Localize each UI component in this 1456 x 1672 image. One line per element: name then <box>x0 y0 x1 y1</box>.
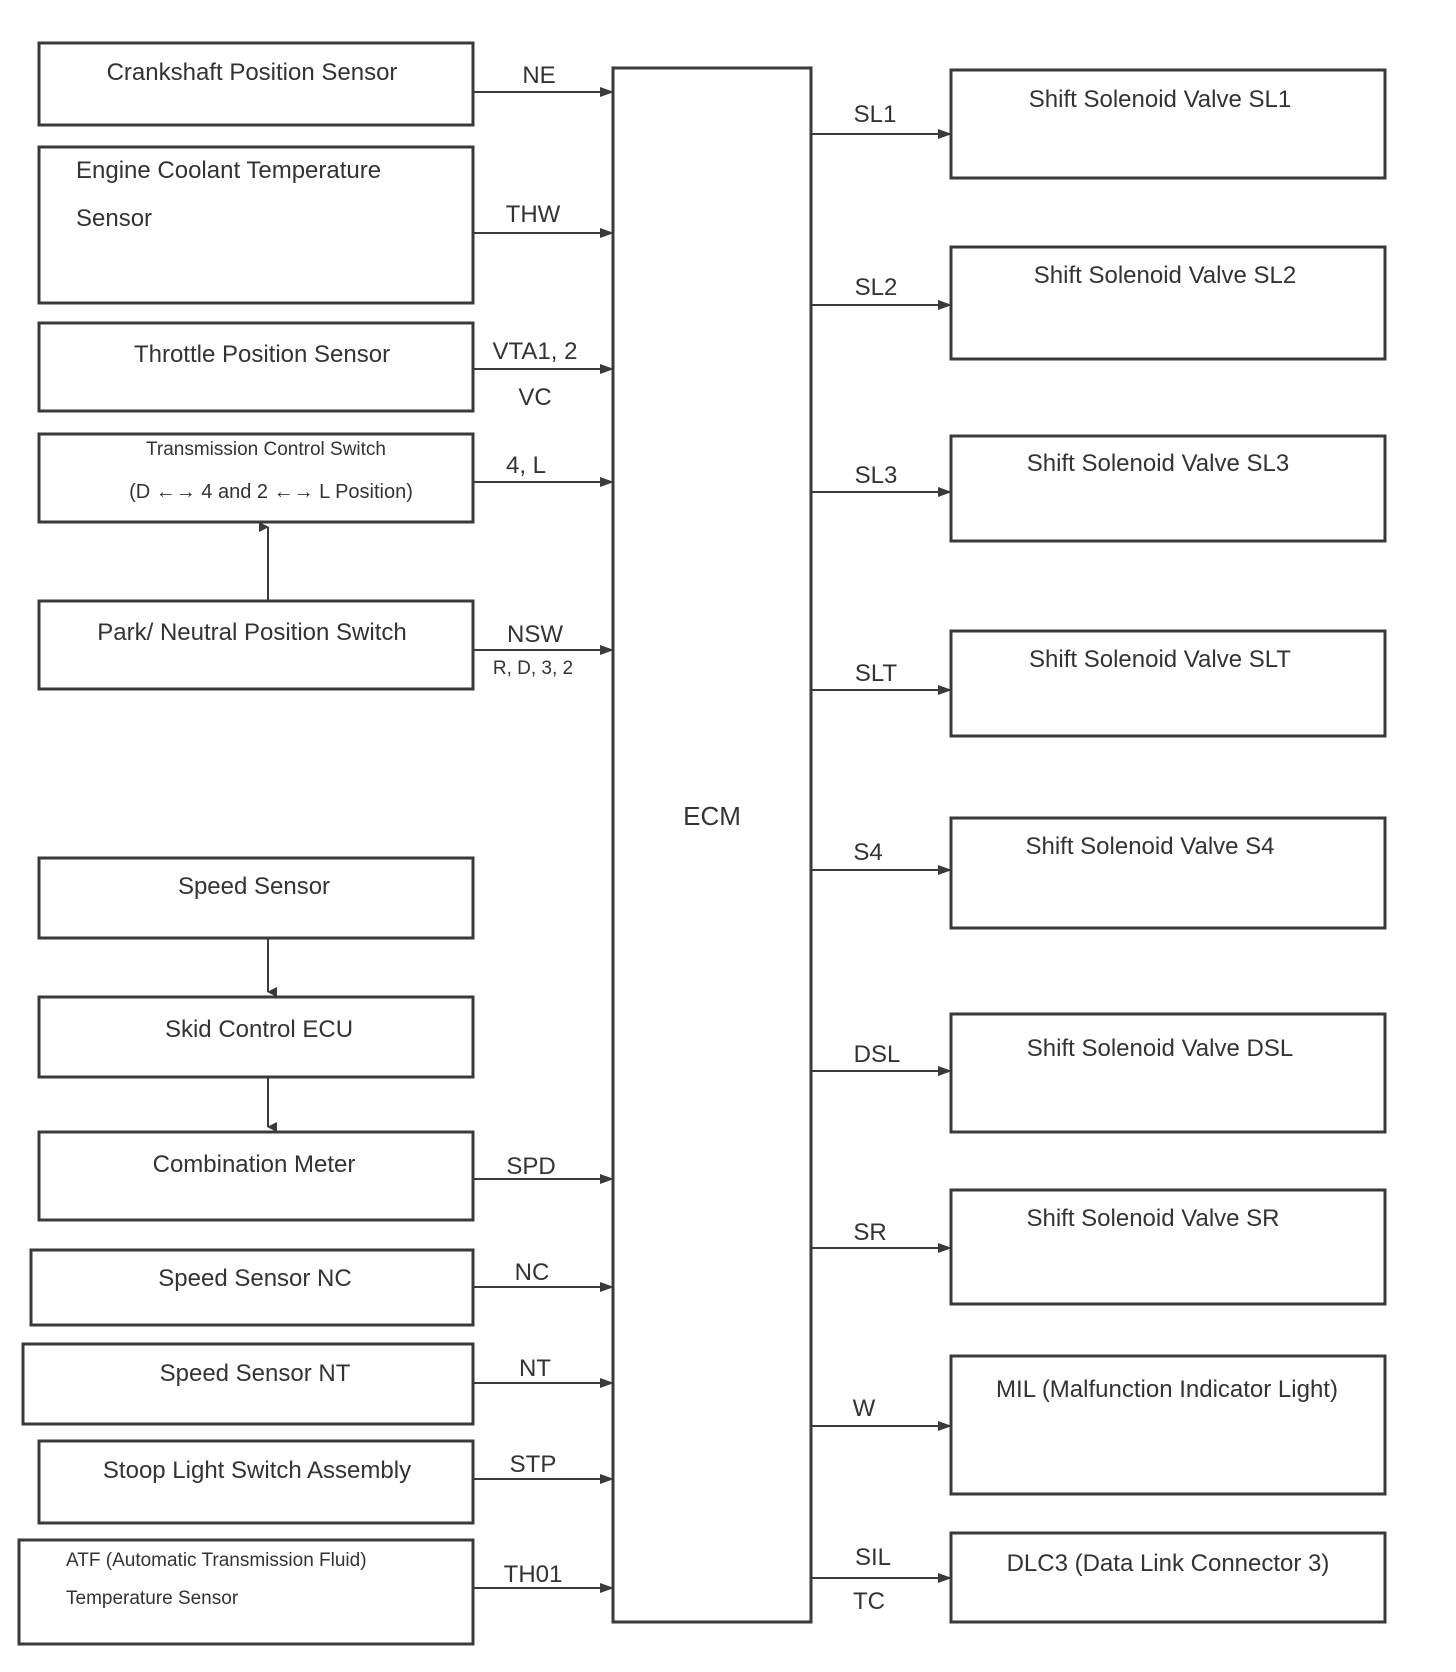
output-label: Shift Solenoid Valve SL3 <box>1027 450 1289 477</box>
input-speed-sensor-nc: Speed Sensor NC NC <box>29 1248 614 1327</box>
signal-label: NE <box>522 62 555 89</box>
signal-label-top: NSW <box>507 621 563 648</box>
output-dlc3: DLC3 (Data Link Connector 3) SIL TC <box>811 1531 1387 1624</box>
input-speed-sensor-nt: Speed Sensor NT NT <box>21 1342 614 1426</box>
input-park-neutral-position-switch: Park/ Neutral Position Switch NSW R, D, … <box>37 599 614 691</box>
input-label: Throttle Position Sensor <box>134 341 390 368</box>
output-shift-solenoid-valve-dsl: Shift Solenoid Valve DSL DSL <box>811 1012 1387 1134</box>
input-label-line2: Temperature Sensor <box>66 1588 239 1609</box>
signal-label: SLT <box>855 660 898 687</box>
signal-label: NC <box>515 1259 550 1286</box>
output-label: Shift Solenoid Valve SLT <box>1029 646 1291 673</box>
input-label: Speed Sensor NC <box>158 1265 351 1292</box>
output-shift-solenoid-valve-s4: Shift Solenoid Valve S4 S4 <box>811 816 1387 930</box>
output-label: DLC3 (Data Link Connector 3) <box>1007 1550 1330 1577</box>
input-combination-meter: Combination Meter SPD <box>37 1130 614 1222</box>
output-shift-solenoid-valve-slt: Shift Solenoid Valve SLT SLT <box>811 629 1387 738</box>
signal-label: STP <box>510 1451 557 1478</box>
signal-label: NT <box>519 1355 551 1382</box>
output-shift-solenoid-valve-sl2: Shift Solenoid Valve SL2 SL2 <box>811 245 1387 361</box>
output-label: Shift Solenoid Valve SL1 <box>1029 86 1291 113</box>
input-label: Park/ Neutral Position Switch <box>97 619 406 646</box>
input-throttle-position-sensor: Throttle Position Sensor VTA1, 2 VC <box>37 321 614 413</box>
signal-label-top: VTA1, 2 <box>493 338 578 365</box>
ecm-block: ECM <box>611 66 813 1624</box>
signal-label-bottom: TC <box>853 1588 885 1615</box>
signal-label-top: SIL <box>855 1544 891 1571</box>
signal-label-bottom: VC <box>518 384 551 411</box>
signal-label: TH01 <box>504 1561 563 1588</box>
input-atf-temperature-sensor: ATF (Automatic Transmission Fluid) Tempe… <box>17 1538 614 1646</box>
input-label: Speed Sensor NT <box>160 1360 351 1387</box>
signal-label: DSL <box>854 1041 901 1068</box>
input-skid-control-ecu: Skid Control ECU <box>37 995 475 1079</box>
input-transmission-control-switch: Transmission Control Switch (D ←→ 4 and … <box>37 432 614 524</box>
ecm-label: ECM <box>683 801 741 831</box>
input-label: Crankshaft Position Sensor <box>107 59 398 86</box>
input-label: Combination Meter <box>153 1151 356 1178</box>
output-label: Shift Solenoid Valve DSL <box>1027 1035 1293 1062</box>
output-label: Shift Solenoid Valve SL2 <box>1034 262 1296 289</box>
signal-label: S4 <box>853 839 882 866</box>
signal-label: SL3 <box>855 462 898 489</box>
input-label: Skid Control ECU <box>165 1016 353 1043</box>
signal-label: THW <box>506 201 561 228</box>
input-label-line2: (D ←→ 4 and 2 ←→ L Position) <box>129 481 413 503</box>
input-label: Speed Sensor <box>178 873 330 900</box>
input-engine-coolant-temperature-sensor: Engine Coolant Temperature Sensor THW <box>37 145 614 305</box>
signal-label: SR <box>853 1219 886 1246</box>
output-label: Shift Solenoid Valve SR <box>1026 1205 1279 1232</box>
signal-label: W <box>853 1395 876 1422</box>
signal-label: SL1 <box>854 101 897 128</box>
output-shift-solenoid-valve-sl1: Shift Solenoid Valve SL1 SL1 <box>811 68 1387 180</box>
input-crankshaft-position-sensor: Crankshaft Position Sensor NE <box>37 41 614 127</box>
input-label-line1: Transmission Control Switch <box>146 439 386 460</box>
signal-label-bottom: R, D, 3, 2 <box>493 658 573 679</box>
output-label: Shift Solenoid Valve S4 <box>1025 833 1274 860</box>
output-shift-solenoid-valve-sl3: Shift Solenoid Valve SL3 SL3 <box>811 434 1387 543</box>
input-label-line2: Sensor <box>76 205 152 232</box>
output-label: MIL (Malfunction Indicator Light) <box>996 1376 1338 1403</box>
input-stop-light-switch-assembly: Stoop Light Switch Assembly STP <box>37 1439 614 1525</box>
signal-label: 4, L <box>506 452 546 479</box>
signal-label: SL2 <box>855 274 898 301</box>
input-label-line1: Engine Coolant Temperature <box>76 157 381 184</box>
input-speed-sensor: Speed Sensor <box>37 856 475 940</box>
signal-label: SPD <box>506 1153 555 1180</box>
input-label: Stoop Light Switch Assembly <box>103 1457 411 1484</box>
input-label-line1: ATF (Automatic Transmission Fluid) <box>66 1550 367 1571</box>
output-mil: MIL (Malfunction Indicator Light) W <box>811 1354 1387 1496</box>
output-shift-solenoid-valve-sr: Shift Solenoid Valve SR SR <box>811 1188 1387 1306</box>
